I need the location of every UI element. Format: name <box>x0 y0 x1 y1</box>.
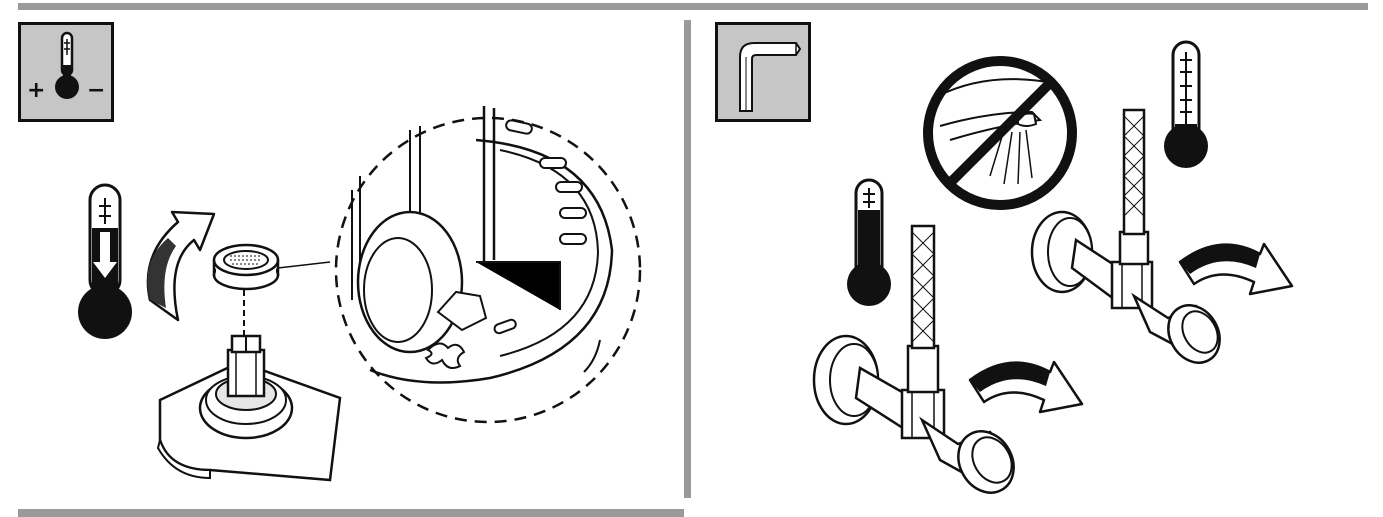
temperature-adjust-icon: + − <box>27 31 105 103</box>
hex-key-tile <box>715 22 811 122</box>
minus-symbol: − <box>87 78 105 103</box>
hex-key-icon <box>739 42 802 112</box>
thermometer-cold-icon <box>1164 40 1208 168</box>
thermometer-cold-arrow-icon <box>78 183 132 339</box>
angle-valve-cold <box>1030 108 1221 364</box>
plus-symbol: + <box>27 78 45 103</box>
bottom-divider-bar <box>18 509 684 517</box>
turn-arrow-icon <box>968 242 1294 414</box>
cartridge-spindle <box>156 334 342 482</box>
vertical-divider-bar <box>684 20 691 498</box>
temperature-adjust-tile: + − <box>18 22 114 122</box>
top-divider-bar <box>18 3 1368 10</box>
detail-magnifier <box>334 106 642 424</box>
angle-valve-hot <box>812 224 1015 494</box>
thermometer-hot-icon <box>847 178 891 306</box>
no-water-spray-icon <box>923 56 1077 210</box>
limit-ring <box>212 243 331 291</box>
rotate-arrow-icon <box>146 210 216 322</box>
